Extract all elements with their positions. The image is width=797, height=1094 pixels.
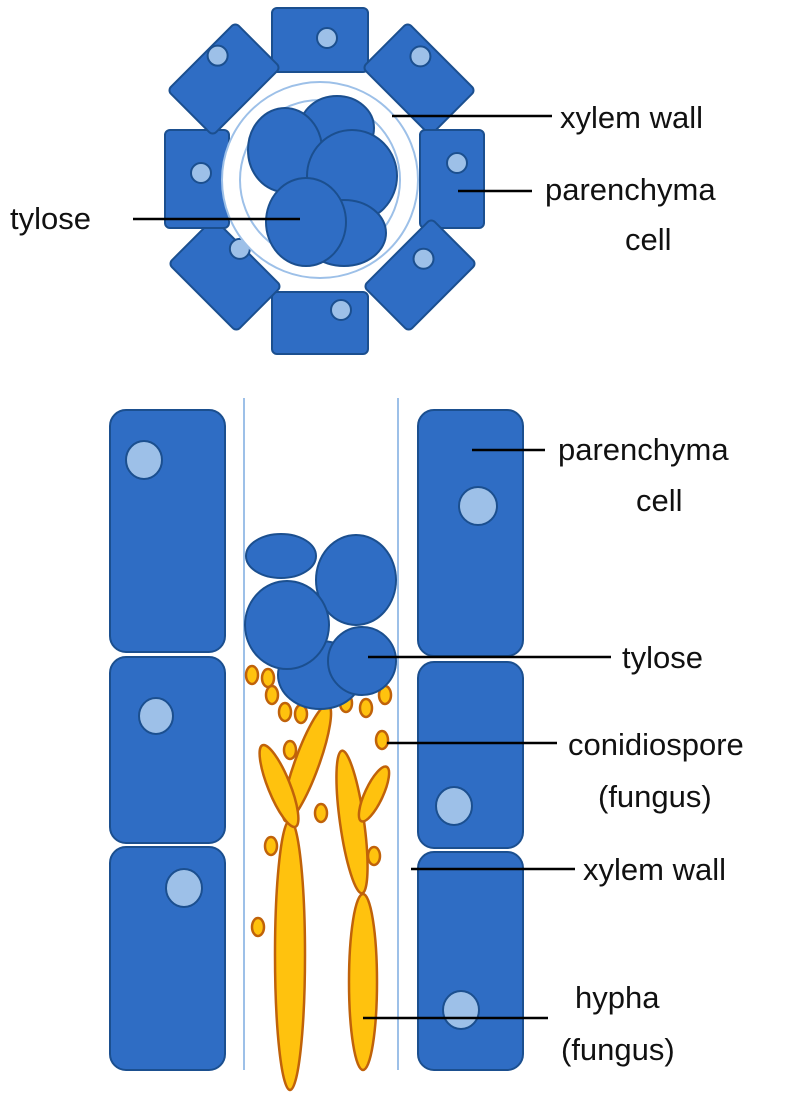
top-tylose-label: tylose — [10, 201, 91, 236]
top-parenchyma-label: parenchyma — [545, 172, 716, 207]
cross-section-view — [165, 8, 484, 354]
side-conidiospore-label-line2: (fungus) — [598, 779, 712, 814]
conidiospore — [368, 847, 380, 865]
conidiospore — [265, 837, 277, 855]
conidiospore — [284, 741, 296, 759]
hypha-right-upper — [330, 749, 374, 895]
hypha-right-lower — [349, 894, 377, 1070]
left-parenchyma-column — [110, 410, 225, 1070]
tylose-ball — [245, 581, 329, 669]
side-parenchyma-label-line2: cell — [636, 483, 683, 518]
parenchyma-cell-right — [420, 130, 484, 228]
side-hypha-label: hypha — [575, 980, 660, 1015]
side-parenchyma-label: parenchyma — [558, 432, 729, 467]
tylose-ball — [246, 534, 316, 578]
conidiospore — [315, 804, 327, 822]
side-hypha-label-line2: (fungus) — [561, 1032, 675, 1067]
parenchyma-cell-left — [165, 130, 229, 228]
conidiospore — [360, 699, 372, 717]
tylose-ball — [328, 627, 396, 695]
conidiospore — [279, 703, 291, 721]
conidiospore — [246, 666, 258, 684]
parenchyma-cell-bottom — [272, 292, 368, 354]
side-xylem-wall-label: xylem wall — [583, 852, 726, 887]
side-tylose-label: tylose — [622, 640, 703, 675]
conidiospore — [262, 669, 274, 687]
conidiospore — [266, 686, 278, 704]
right-parenchyma-column — [418, 410, 523, 1070]
hyphae — [252, 701, 395, 1090]
hypha-left-main — [275, 820, 305, 1090]
parenchyma-cell-top — [272, 8, 368, 72]
conidiospore — [376, 731, 388, 749]
top-parenchyma-label-line2: cell — [625, 222, 672, 257]
top-xylem-wall-label: xylem wall — [560, 100, 703, 135]
side-conidiospore-label: conidiospore — [568, 727, 744, 762]
conidiospore — [252, 918, 264, 936]
